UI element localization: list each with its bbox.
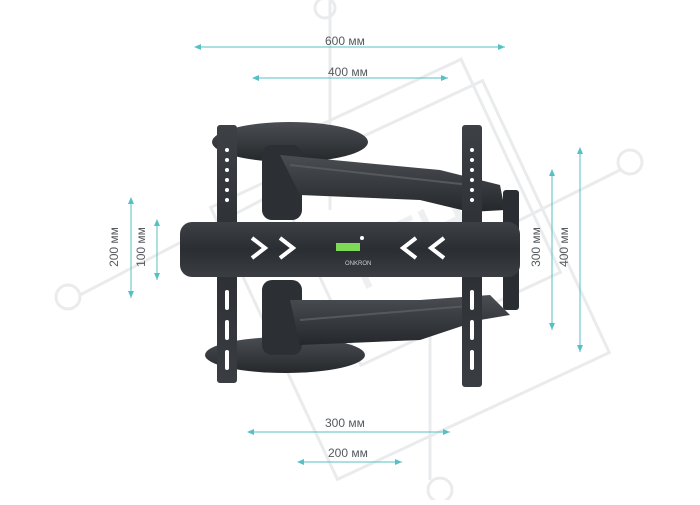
dimension-width-400: 400 мм [328, 65, 368, 79]
dimension-height-100-left: 100 мм [133, 227, 148, 267]
dimension-width-600: 600 мм [325, 34, 365, 48]
upper-arm [212, 122, 505, 220]
dimension-bottom-300: 300 мм [325, 416, 365, 430]
dimension-bottom-200: 200 мм [328, 446, 368, 460]
dimension-height-300-right: 300 мм [528, 227, 543, 267]
dimension-height-200-left: 200 мм [106, 227, 121, 267]
brand-mark: ONKRON [345, 261, 371, 267]
dimension-lines [128, 44, 583, 465]
lower-arm [205, 280, 510, 373]
dimension-height-400-right: 400 мм [556, 227, 571, 267]
horizontal-crossbar: ONKRON [180, 222, 520, 277]
